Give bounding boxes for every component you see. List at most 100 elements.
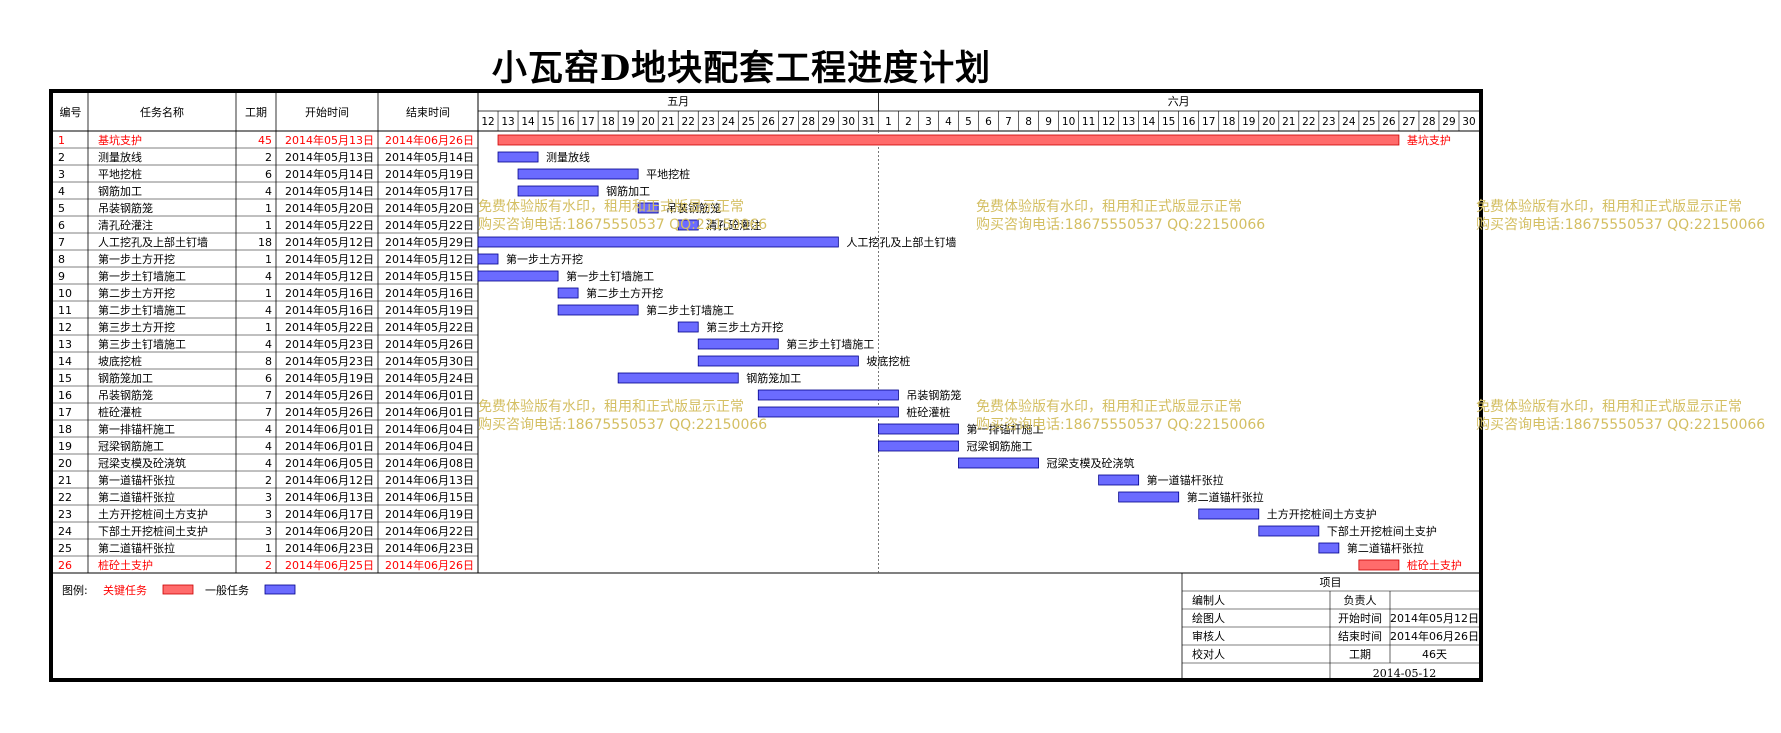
info-value: 46天 (1422, 648, 1447, 661)
task-bar-label: 第二步土钉墙施工 (646, 303, 734, 317)
info-value: 2014年05月12日 (1390, 611, 1479, 625)
task-bar-label: 第二道锚杆张拉 (1347, 541, 1424, 555)
task-duration: 7 (265, 389, 272, 402)
task-start: 2014年05月16日 (285, 303, 374, 317)
day-label: 31 (862, 116, 875, 128)
task-duration: 3 (265, 508, 272, 521)
day-label: 27 (782, 116, 795, 128)
watermark-line-2: 购买咨询电话:18675550537 QQ:22150066 (478, 417, 768, 433)
legend-title: 图例: (62, 583, 88, 597)
day-label: 19 (621, 116, 634, 128)
critical-task-bar (497, 134, 1400, 146)
task-end: 2014年06月01日 (385, 388, 474, 402)
day-label: 9 (1045, 116, 1052, 128)
task-bar-label: 桩砼土支护 (1407, 558, 1462, 572)
day-label: 14 (1142, 116, 1156, 128)
legend-normal-swatch (264, 584, 296, 595)
day-label: 19 (1242, 116, 1255, 128)
task-name: 第一步土方开挖 (98, 252, 175, 266)
column-header-name: 任务名称 (140, 105, 184, 119)
task-end: 2014年06月26日 (385, 133, 474, 147)
task-bar-label: 冠梁支模及砼浇筑 (1047, 456, 1135, 470)
watermark-line-1: 免费体验版有水印，租用和正式版显示正常 (478, 399, 744, 415)
task-end: 2014年05月29日 (385, 235, 474, 249)
task-bar (697, 338, 779, 350)
task-duration: 1 (265, 287, 272, 300)
day-label: 28 (1422, 116, 1435, 128)
task-bar-label: 吊装钢筋笼 (666, 201, 721, 215)
task-start: 2014年05月14日 (285, 184, 374, 198)
day-label: 6 (985, 116, 992, 128)
task-name: 第一排锚杆施工 (98, 422, 175, 436)
task-start: 2014年05月16日 (285, 286, 374, 300)
day-label: 29 (822, 116, 835, 128)
day-label: 27 (1402, 116, 1415, 128)
day-label: 30 (1462, 116, 1475, 128)
day-label: 2 (905, 116, 912, 128)
watermark-line-2: 购买咨询电话:18675550537 QQ:22150066 (976, 217, 1266, 233)
watermark-line-1: 免费体验版有水印，租用和正式版显示正常 (976, 199, 1242, 215)
task-bar (757, 406, 899, 418)
task-id: 5 (58, 202, 65, 215)
day-label: 8 (1025, 116, 1032, 128)
task-end: 2014年06月08日 (385, 456, 474, 470)
task-bar (557, 304, 639, 316)
task-duration: 6 (265, 372, 272, 385)
day-label: 22 (682, 116, 695, 128)
task-duration: 1 (265, 321, 272, 334)
watermark-text: 免费体验版有水印，租用和正式版显示正常购买咨询电话:18675550537 QQ… (976, 198, 1265, 234)
task-bar (1258, 525, 1320, 537)
gantt-sheet (49, 89, 1483, 682)
task-end: 2014年05月14日 (385, 150, 474, 164)
legend-critical-label: 关键任务 (103, 583, 147, 597)
day-label: 25 (742, 116, 755, 128)
day-label: 16 (1182, 116, 1196, 128)
info-mid-label: 负责人 (1344, 593, 1377, 607)
task-id: 20 (58, 457, 72, 470)
task-start: 2014年06月01日 (285, 439, 374, 453)
task-end: 2014年05月24日 (385, 371, 474, 385)
task-name: 下部土开挖桩间土支护 (98, 524, 208, 538)
task-bar-label: 第一排锚杆施工 (966, 422, 1043, 436)
day-label: 17 (1202, 116, 1215, 128)
day-label: 24 (722, 116, 736, 128)
task-id: 18 (58, 423, 72, 436)
info-left-label: 校对人 (1192, 647, 1225, 661)
day-label: 12 (481, 116, 494, 128)
task-id: 10 (58, 287, 72, 300)
task-duration: 7 (265, 406, 272, 419)
task-end: 2014年06月01日 (385, 405, 474, 419)
task-duration: 4 (265, 423, 272, 436)
task-id: 13 (58, 338, 72, 351)
day-label: 18 (601, 116, 614, 128)
info-mid-label: 工期 (1349, 648, 1371, 661)
watermark-line-1: 免费体验版有水印，租用和正式版显示正常 (976, 399, 1242, 415)
task-bar-label: 第三步土钉墙施工 (786, 337, 874, 351)
task-name: 钢筋加工 (98, 184, 142, 198)
day-label: 21 (1282, 116, 1295, 128)
task-end: 2014年05月22日 (385, 218, 474, 232)
task-end: 2014年05月22日 (385, 320, 474, 334)
task-name: 基坑支护 (98, 133, 142, 147)
task-end: 2014年06月13日 (385, 473, 474, 487)
task-end: 2014年05月26日 (385, 337, 474, 351)
task-name: 坡底挖桩 (98, 354, 142, 368)
day-label: 26 (762, 116, 776, 128)
task-start: 2014年05月26日 (285, 388, 374, 402)
task-duration: 6 (265, 168, 272, 181)
task-duration: 1 (265, 219, 272, 232)
day-label: 16 (561, 116, 575, 128)
day-label: 29 (1442, 116, 1455, 128)
task-id: 15 (58, 372, 72, 385)
task-bar (517, 185, 599, 197)
task-bar (617, 372, 739, 384)
day-label: 23 (702, 116, 715, 128)
day-label: 3 (925, 116, 932, 128)
task-duration: 45 (258, 134, 272, 147)
task-name: 冠梁钢筋施工 (98, 439, 164, 453)
task-name: 吊装钢筋笼 (98, 388, 153, 402)
task-duration: 2 (265, 474, 272, 487)
task-bar-label: 第一步土方开挖 (506, 252, 583, 266)
watermark-text: 免费体验版有水印，租用和正式版显示正常购买咨询电话:18675550537 QQ… (478, 198, 767, 234)
task-start: 2014年05月12日 (285, 269, 374, 283)
